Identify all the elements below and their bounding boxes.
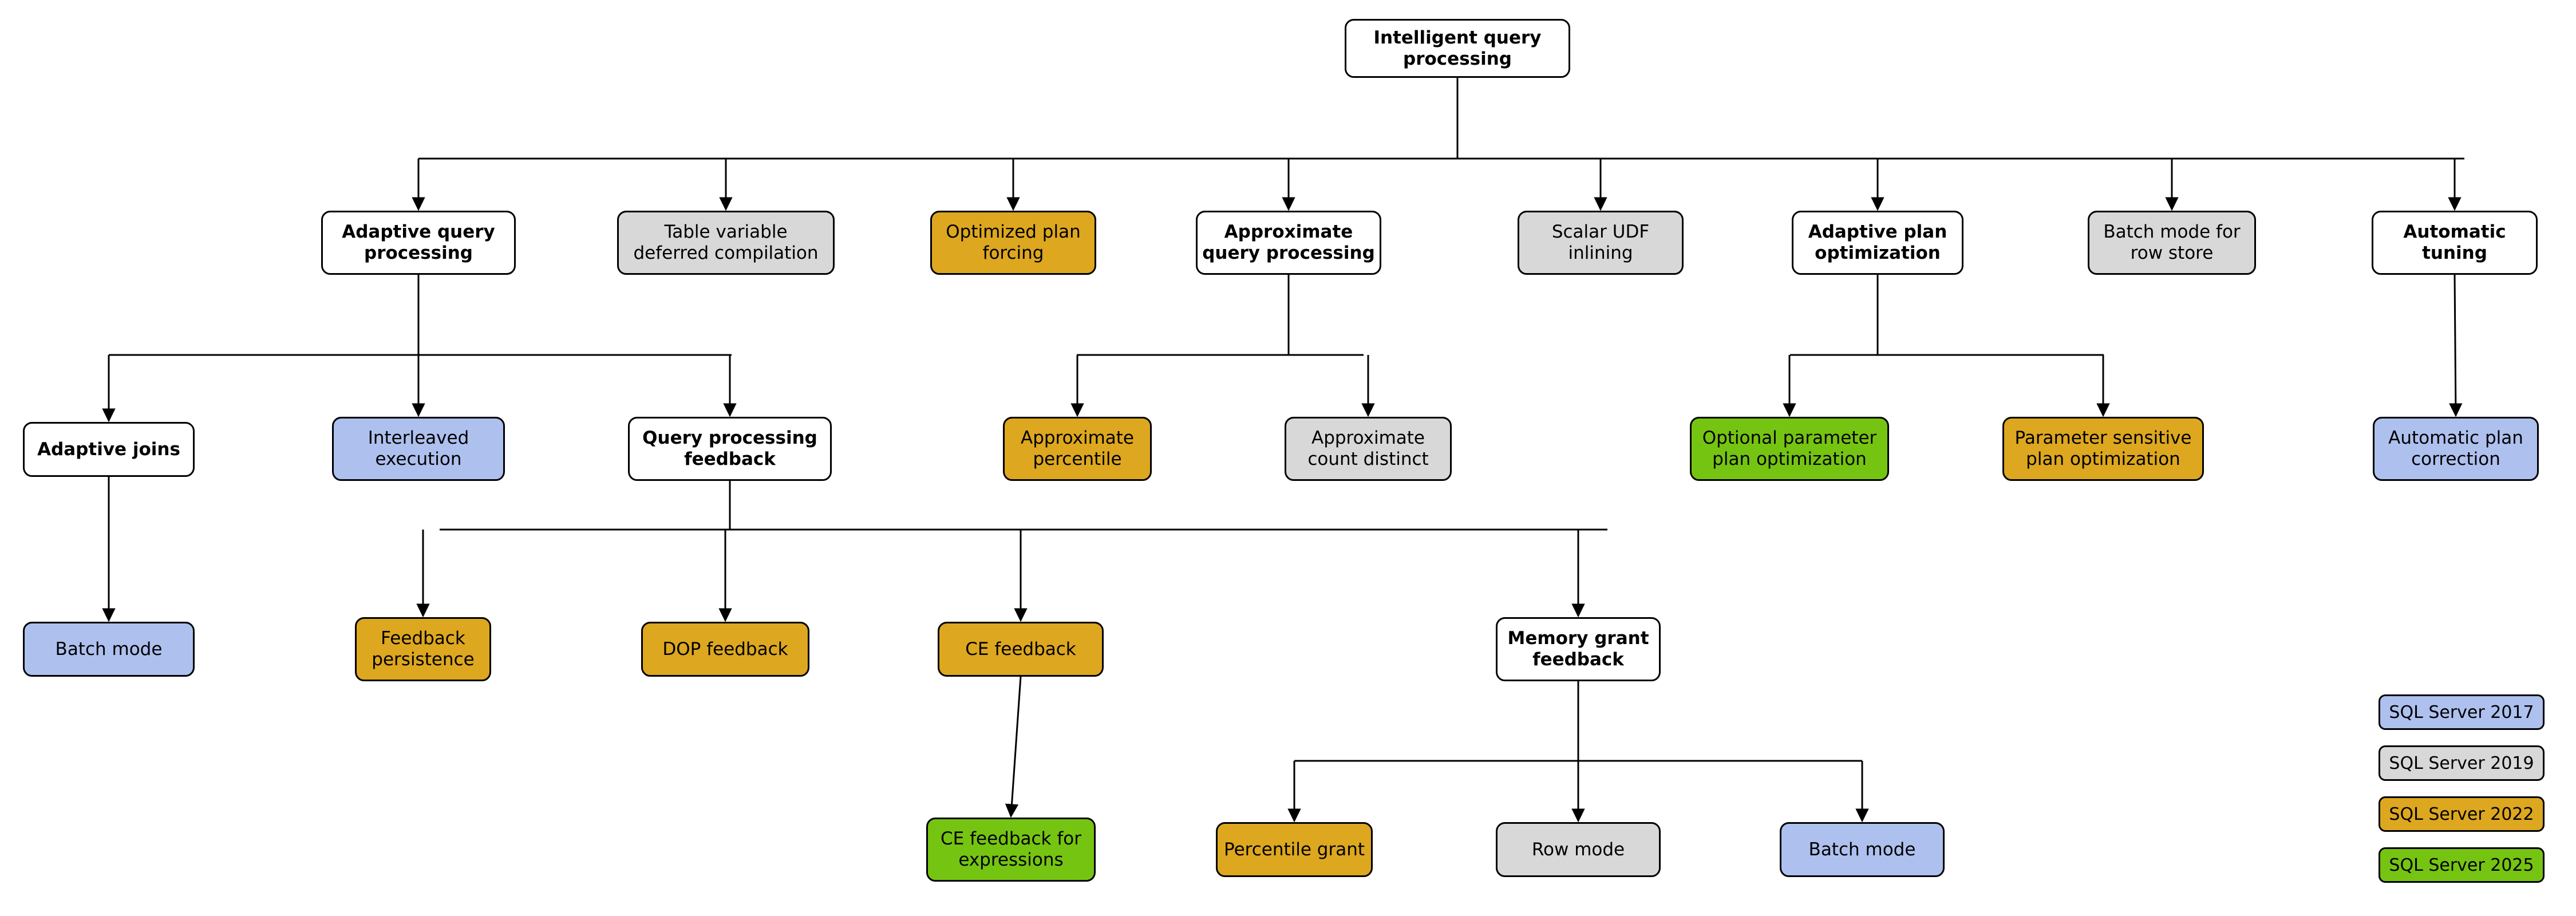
node-label: Optimized plan forcing (946, 222, 1081, 263)
node-label: Adaptive plan optimization (1808, 222, 1947, 263)
node-row-mode[interactable]: Row mode (1496, 822, 1661, 877)
node-optimized-plan-forcing[interactable]: Optimized plan forcing (930, 211, 1096, 275)
node-approximate-query-processing[interactable]: Approximate query processing (1196, 211, 1381, 275)
node-label: Adaptive query processing (342, 222, 495, 263)
node-adaptive-joins[interactable]: Adaptive joins (23, 422, 195, 477)
node-label: Parameter sensitive plan optimization (2014, 428, 2192, 469)
node-optional-parameter-plan-optimization[interactable]: Optional parameter plan optimization (1690, 417, 1889, 481)
node-label: Adaptive joins (37, 439, 180, 460)
node-batch-mode-adaptive-joins[interactable]: Batch mode (23, 622, 195, 677)
node-interleaved-execution[interactable]: Interleaved execution (332, 417, 505, 481)
legend-sql-server-2019[interactable]: SQL Server 2019 (2379, 745, 2545, 781)
node-label: Table variable deferred compilation (633, 222, 819, 263)
node-approximate-count-distinct[interactable]: Approximate count distinct (1285, 417, 1452, 481)
node-label: Approximate count distinct (1307, 428, 1429, 469)
legend-sql-server-2017[interactable]: SQL Server 2017 (2379, 694, 2545, 730)
node-query-processing-feedback[interactable]: Query processing feedback (628, 417, 832, 481)
node-batch-mode-memory-grant[interactable]: Batch mode (1780, 822, 1945, 877)
node-label: Batch mode for row store (2103, 222, 2241, 263)
node-label: Automatic plan correction (2388, 428, 2523, 469)
node-memory-grant-feedback[interactable]: Memory grant feedback (1496, 617, 1661, 681)
legend-label: SQL Server 2022 (2389, 804, 2534, 824)
connector-automatic-tuning-to-automatic-plan-correction (2449, 274, 2463, 417)
node-automatic-plan-correction[interactable]: Automatic plan correction (2373, 417, 2539, 481)
node-label: Approximate query processing (1202, 222, 1375, 263)
legend-sql-server-2025[interactable]: SQL Server 2025 (2379, 847, 2545, 883)
node-label: Batch mode (1808, 839, 1916, 860)
node-dop-feedback[interactable]: DOP feedback (641, 622, 809, 677)
connector-ce-feedback-to-ce-feedback-for-expressions (1005, 676, 1022, 818)
node-batch-mode-for-row-store[interactable]: Batch mode for row store (2088, 211, 2256, 275)
node-label: DOP feedback (662, 638, 788, 660)
node-parameter-sensitive-plan-optimization[interactable]: Parameter sensitive plan optimization (2002, 417, 2204, 481)
node-label: Scalar UDF inlining (1551, 222, 1650, 263)
node-label: Approximate percentile (1020, 428, 1135, 469)
node-table-variable-deferred-compilation[interactable]: Table variable deferred compilation (617, 211, 835, 275)
node-approximate-percentile[interactable]: Approximate percentile (1003, 417, 1152, 481)
node-adaptive-query-processing[interactable]: Adaptive query processing (321, 211, 516, 275)
node-adaptive-plan-optimization[interactable]: Adaptive plan optimization (1792, 211, 1963, 275)
node-label: Optional parameter plan optimization (1702, 428, 1877, 469)
node-label: Percentile grant (1223, 839, 1365, 860)
node-label: CE feedback for expressions (941, 828, 1081, 870)
node-label: Row mode (1531, 839, 1625, 860)
node-label: Query processing feedback (642, 428, 817, 469)
node-scalar-udf-inlining[interactable]: Scalar UDF inlining (1518, 211, 1684, 275)
node-label: Automatic tuning (2403, 222, 2506, 263)
node-percentile-grant[interactable]: Percentile grant (1216, 822, 1373, 877)
legend-label: SQL Server 2017 (2389, 702, 2534, 722)
node-label: Memory grant feedback (1507, 628, 1649, 670)
node-ce-feedback-for-expressions[interactable]: CE feedback for expressions (926, 818, 1096, 882)
node-feedback-persistence[interactable]: Feedback persistence (355, 617, 491, 681)
legend-sql-server-2022[interactable]: SQL Server 2022 (2379, 796, 2545, 832)
node-label: Batch mode (55, 638, 163, 660)
node-label: CE feedback (965, 638, 1076, 660)
node-root[interactable]: Intelligent query processing (1345, 19, 1570, 78)
node-label: Intelligent query processing (1373, 27, 1542, 69)
legend-label: SQL Server 2025 (2389, 855, 2534, 875)
node-label: Interleaved execution (368, 428, 469, 469)
node-ce-feedback[interactable]: CE feedback (938, 622, 1104, 677)
node-label: Feedback persistence (372, 628, 475, 670)
node-automatic-tuning[interactable]: Automatic tuning (2372, 211, 2538, 275)
legend-label: SQL Server 2019 (2389, 753, 2534, 773)
